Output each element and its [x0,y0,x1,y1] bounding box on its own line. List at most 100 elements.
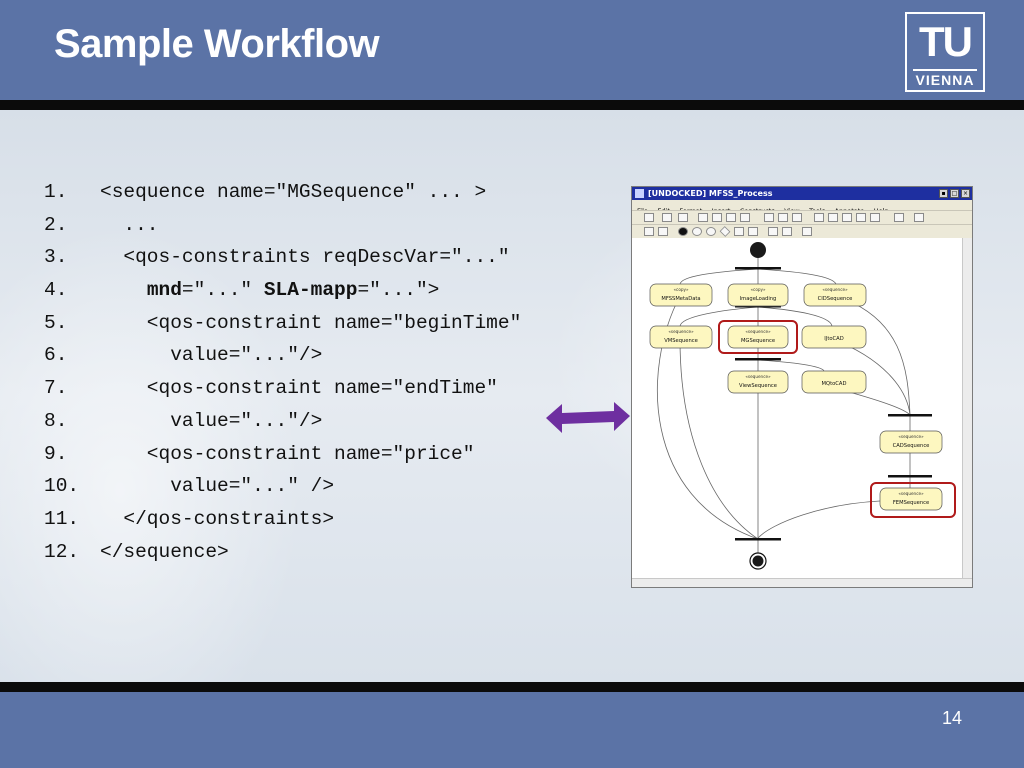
node-stereotype: «sequence» [745,374,771,379]
toolbar-edit [632,210,972,225]
node-mgsequence: «sequence» MGSequence [727,325,789,349]
rect-tool-icon[interactable] [658,227,668,236]
print-icon[interactable] [870,213,880,222]
node-ijtocad: IJtoCAD [801,325,867,349]
fork-bar [888,414,932,417]
toolbar-shapes [632,224,972,239]
layout-icon[interactable] [814,213,824,222]
fork-bar [735,267,781,270]
node-stereotype: «sequence» [898,434,924,439]
code-listing: 1.<sequence name="MGSequence" ... > 2. .… [44,176,521,568]
line-number: 1. [44,181,68,203]
code-line-7: 7. <qos-constraint name="endTime" [44,372,521,405]
code-text: value="..." /> [100,475,335,498]
code-text: ="..." [181,279,264,302]
cut-icon[interactable] [698,213,708,222]
slide-title: Sample Workflow [54,22,380,66]
ungroup-icon[interactable] [856,213,866,222]
activity-diagram: «copy» MFSSMetaData «copy» ImageLoading … [649,242,956,570]
partition-tool-icon[interactable] [802,227,812,236]
fork-bar [735,358,781,361]
delete-icon[interactable] [678,213,688,222]
diagram-canvas[interactable]: «copy» MFSSMetaData «copy» ImageLoading … [632,238,962,581]
node-mfssmetadata: «copy» MFSSMetaData [649,283,713,307]
node-label: FEMSequence [893,500,929,506]
blank-icon[interactable] [662,213,672,222]
line-number: 6. [44,344,68,367]
window-titlebar[interactable]: [UNDOCKED] MFSS_Process ▪ □ × [632,187,972,200]
initial-node-tool-icon[interactable] [678,227,688,236]
code-text: value="..."/> [100,344,323,367]
node-cadsequence: «sequence» CADSequence [879,430,943,454]
join-tool-icon[interactable] [748,227,758,236]
process-editor-window: [UNDOCKED] MFSS_Process ▪ □ × File Edit … [631,186,973,588]
code-line-1: 1. <sequence name="MGSequence" ... > [44,176,521,209]
undo-icon[interactable] [740,213,750,222]
code-text: value="..."/> [100,409,323,432]
copy-icon[interactable] [712,213,722,222]
window-title: [UNDOCKED] MFSS_Process [648,189,773,198]
code-text: <qos-constraint name="endTime" [100,377,498,400]
node-stereotype: «sequence» [898,491,924,496]
logo-text-tu: TU [919,18,973,65]
line-number: 3. [44,246,68,269]
save-icon[interactable] [644,213,654,222]
header-rule [0,100,1024,110]
zoom-fit-icon[interactable] [792,213,802,222]
code-text: </qos-constraints> [100,507,335,530]
rounded-rect-tool-icon[interactable] [644,227,654,236]
node-imageloading: «copy» ImageLoading [727,283,789,307]
code-text: <qos-constraints reqDescVar="..." [100,246,510,269]
node-vmsequence: «sequence» VMSequence [649,325,713,349]
highlight-box-mgsequence [718,320,798,354]
horizontal-scrollbar[interactable] [632,578,972,587]
node-stereotype: «sequence» [668,329,694,334]
footer-band [0,692,1024,768]
forward-icon[interactable] [914,213,924,222]
code-indent [100,279,147,301]
page-number: 14 [941,708,962,728]
line-number: 9. [44,442,68,465]
logo-divider [913,69,977,71]
accept-event-tool-icon[interactable] [782,227,792,236]
group-icon[interactable] [842,213,852,222]
close-icon[interactable]: × [961,189,970,198]
zoom-out-icon[interactable] [778,213,788,222]
fork-tool-icon[interactable] [734,227,744,236]
double-arrow-icon [546,402,630,433]
code-line-12: 12.</sequence> [44,536,521,569]
align-icon[interactable] [828,213,838,222]
node-label: ViewSequence [739,383,777,389]
node-label: VMSequence [664,338,698,344]
line-number: 2. [44,213,68,236]
flow-final-tool-icon[interactable] [706,227,716,236]
decision-tool-icon[interactable] [719,226,731,237]
code-line-4: 4. mnd="..." SLA-mapp="..."> [44,274,521,307]
minimize-icon[interactable]: ▪ [939,189,948,198]
send-signal-tool-icon[interactable] [768,227,778,236]
code-text: <sequence name="MGSequence" ... > [100,181,487,203]
code-line-8: 8. value="..."/> [44,405,521,438]
paste-icon[interactable] [726,213,736,222]
code-line-3: 3. <qos-constraints reqDescVar="..." [44,241,521,274]
vertical-scrollbar[interactable] [962,238,972,581]
menu-bar: File Edit Format Insert Constructs View … [632,200,972,215]
back-icon[interactable] [894,213,904,222]
node-mqtocad: MQtoCAD [801,370,867,394]
final-node-core [752,555,764,567]
zoom-in-icon[interactable] [764,213,774,222]
node-stereotype: «copy» [750,287,765,292]
final-node-tool-icon[interactable] [692,227,702,236]
node-label: ImageLoading [740,296,777,302]
code-line-11: 11. </qos-constraints> [44,503,521,536]
code-text: <qos-constraint name="price" [100,442,475,465]
node-viewsequence: «sequence» ViewSequence [727,370,789,394]
node-label: MQtoCAD [822,381,847,387]
join-bar [735,538,781,541]
node-label: MGSequence [741,338,775,344]
maximize-icon[interactable]: □ [950,189,959,198]
header-band [0,0,1024,100]
tu-vienna-logo: TU VIENNA [905,12,985,92]
node-stereotype: «sequence» [822,287,848,292]
code-line-10: 10. value="..." /> [44,470,521,503]
